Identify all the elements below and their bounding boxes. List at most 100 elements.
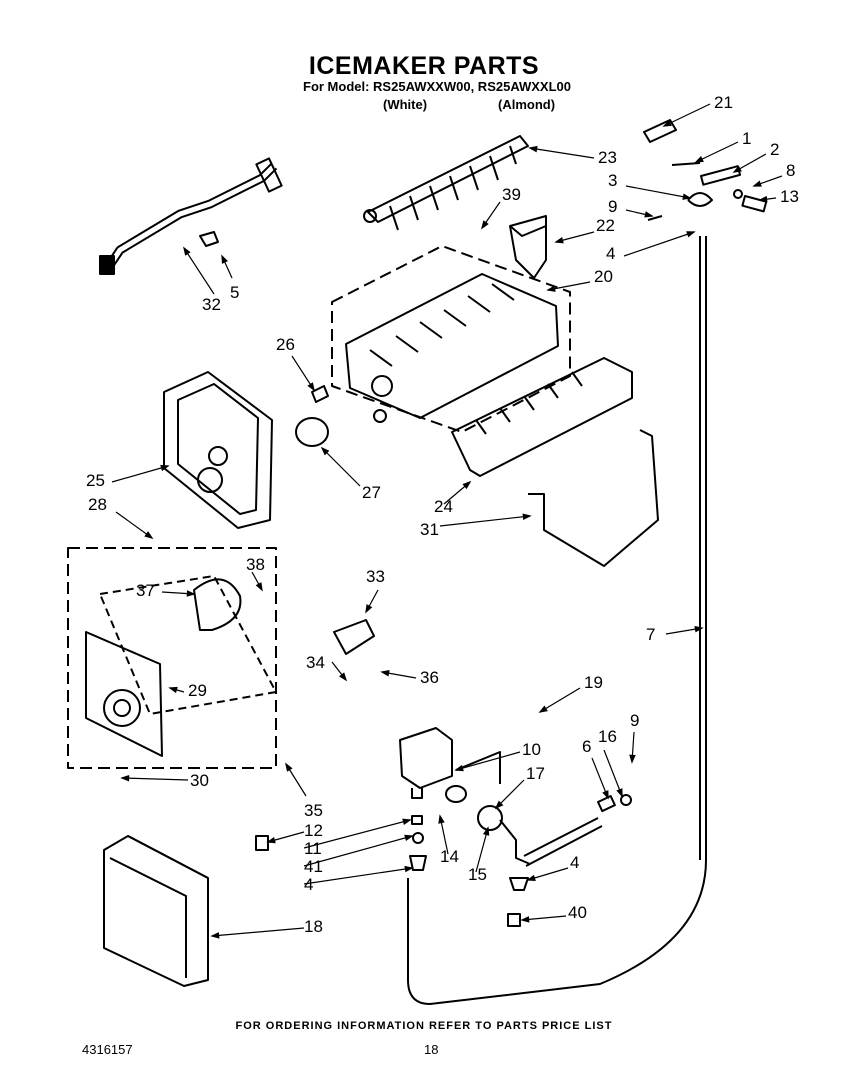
callout-label-21: 21: [714, 93, 733, 112]
callout-leader-1: [695, 141, 739, 163]
callout-label-28: 28: [88, 495, 107, 514]
callout-label-1: 1: [742, 129, 751, 148]
callout-arrowhead-9: [644, 211, 654, 218]
callout-arrowhead-3: [682, 193, 692, 200]
callout-label-38: 38: [246, 555, 265, 574]
callout-arrowhead-31: [522, 513, 532, 521]
callout-arrowhead-4: [686, 231, 696, 238]
callout-leader-11: [303, 819, 411, 849]
callout-leader-28: [115, 511, 153, 539]
callout-label-27: 27: [362, 483, 381, 502]
callout-label-2: 2: [770, 140, 779, 159]
callout-arrowhead-22: [554, 237, 564, 244]
callout-label-4: 4: [304, 875, 313, 894]
callout-label-23: 23: [598, 148, 617, 167]
callout-arrowhead-34: [339, 672, 348, 682]
callout-leader-31: [439, 515, 531, 527]
model-line: For Model: RS25AWXXW00, RS25AWXXL00: [303, 79, 572, 94]
callout-arrowhead-4: [526, 874, 536, 882]
callout-label-9: 9: [608, 197, 617, 216]
callout-label-13: 13: [780, 187, 799, 206]
callout-arrowhead-38: [255, 582, 263, 592]
callout-arrowhead-39: [481, 220, 489, 230]
callout-label-33: 33: [366, 567, 385, 586]
callout-arrowhead-17: [494, 800, 504, 810]
callout-leader-30: [121, 777, 189, 781]
callout-arrowhead-33: [365, 604, 373, 614]
callout-arrowhead-25: [160, 464, 170, 472]
callout-arrowhead-7: [694, 625, 704, 633]
callout-label-40: 40: [568, 903, 587, 922]
callout-arrowhead-26: [307, 382, 315, 392]
callout-arrowhead-4: [404, 865, 414, 873]
callout-label-39: 39: [502, 185, 521, 204]
callout-label-35: 35: [304, 801, 323, 820]
callout-label-11: 11: [304, 839, 322, 858]
callout-leader-18: [211, 927, 305, 937]
document-number: 4316157: [82, 1042, 133, 1057]
callout-label-8: 8: [786, 161, 795, 180]
callout-label-4: 4: [606, 244, 615, 263]
callout-arrowhead-5: [221, 254, 228, 264]
callout-label-32: 32: [202, 295, 221, 314]
callout-label-18: 18: [304, 917, 323, 936]
callout-arrowhead-14: [438, 814, 445, 824]
callout-label-3: 3: [608, 171, 617, 190]
callout-label-17: 17: [526, 764, 545, 783]
callout-label-5: 5: [230, 283, 239, 302]
callout-leader-40: [521, 915, 567, 921]
callout-label-20: 20: [594, 267, 613, 286]
callout-arrowhead-30: [120, 774, 130, 782]
callout-arrowhead-15: [482, 826, 490, 836]
callout-label-26: 26: [276, 335, 295, 354]
callout-label-22: 22: [596, 216, 615, 235]
callout-leader-10: [455, 751, 521, 771]
callout-leader-25: [111, 465, 169, 483]
callout-arrowhead-8: [752, 180, 762, 187]
callout-arrowhead-19: [538, 705, 548, 713]
callout-label-16: 16: [598, 727, 617, 746]
callout-arrowhead-16: [616, 788, 623, 798]
callout-arrowhead-27: [320, 446, 330, 456]
page-number: 18: [424, 1042, 439, 1057]
callout-arrowhead-28: [144, 531, 154, 540]
callout-label-12: 12: [304, 821, 323, 840]
callout-label-31: 31: [420, 520, 439, 539]
callout-arrowhead-9: [629, 754, 636, 764]
callout-leader-21: [663, 103, 711, 127]
callout-leader-4: [303, 867, 413, 885]
callout-label-15: 15: [468, 865, 487, 884]
callout-arrowhead-13: [758, 195, 768, 203]
callout-arrowhead-18: [210, 932, 220, 939]
callout-label-37: 37: [136, 581, 155, 600]
callout-label-7: 7: [646, 625, 655, 644]
callout-leader-27: [321, 447, 361, 487]
variant-white: (White): [383, 97, 428, 112]
callout-leader-15: [475, 827, 489, 873]
callout-leader-6: [591, 757, 609, 799]
callout-arrowhead-12: [266, 836, 276, 844]
callout-label-41: 41: [304, 857, 323, 876]
callout-leader-23: [529, 147, 595, 159]
callout-arrowhead-1: [694, 155, 704, 163]
callout-arrowhead-2: [732, 165, 742, 173]
callout-arrowhead-32: [183, 246, 191, 256]
callout-arrowhead-6: [602, 790, 609, 800]
callout-arrowhead-36: [380, 670, 390, 677]
callout-arrowhead-35: [285, 762, 293, 772]
callout-label-19: 19: [584, 673, 603, 692]
callout-leader-4: [623, 231, 695, 257]
callout-label-10: 10: [522, 740, 541, 759]
callout-arrowhead-23: [528, 145, 538, 153]
callout-label-14: 14: [440, 847, 459, 866]
callout-arrowhead-20: [546, 285, 556, 292]
callout-label-29: 29: [188, 681, 207, 700]
callout-label-36: 36: [420, 668, 439, 687]
callout-label-9: 9: [630, 711, 639, 730]
callout-arrowhead-41: [404, 834, 414, 842]
callout-arrowhead-37: [186, 590, 196, 597]
callout-leader-41: [303, 835, 413, 867]
variant-almond: (Almond): [498, 97, 556, 112]
callout-leader-32: [183, 247, 215, 295]
callout-leader-3: [625, 185, 691, 199]
